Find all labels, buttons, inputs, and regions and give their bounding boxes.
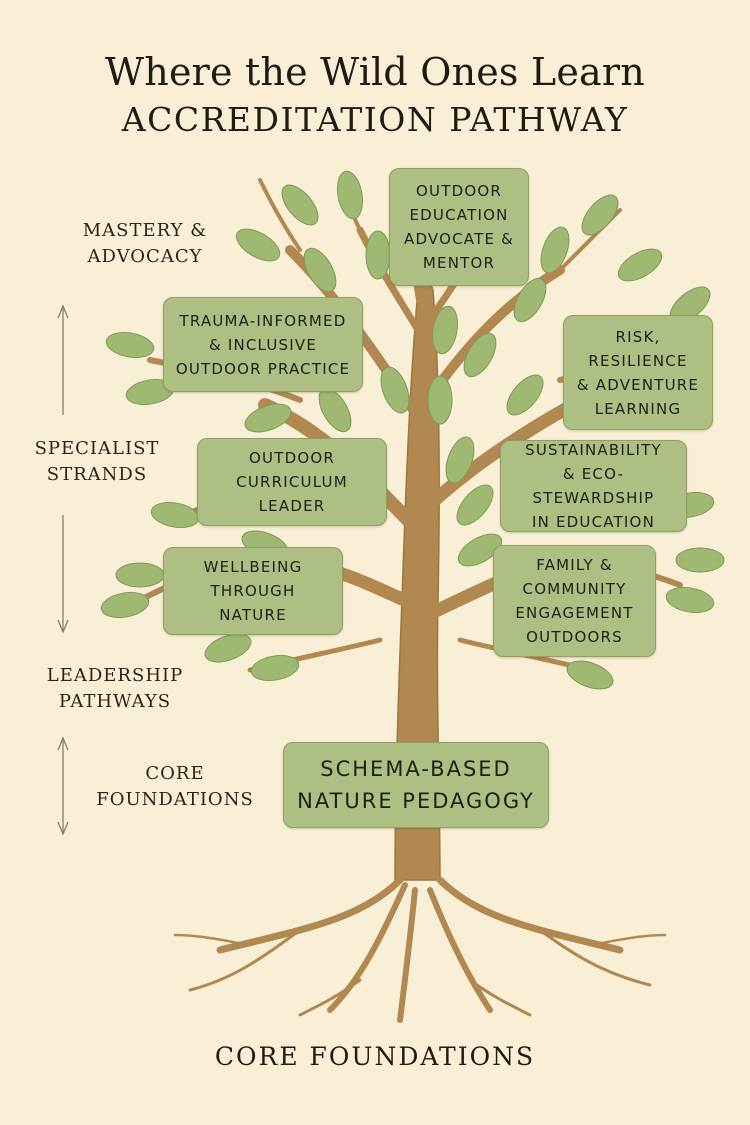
leaf xyxy=(427,375,453,425)
leaf xyxy=(506,374,544,416)
leaf xyxy=(566,660,614,690)
leaf xyxy=(150,501,200,529)
leaf xyxy=(431,305,459,355)
leaf xyxy=(250,654,300,682)
node-schema-based-pedagogy: SCHEMA-BASED NATURE PEDAGOGY xyxy=(283,742,549,828)
page-title: Where the Wild Ones Learn xyxy=(105,50,645,94)
node-risk-resilience: RISK, RESILIENCE & ADVENTURE LEARNING xyxy=(563,315,713,430)
leaf xyxy=(581,194,619,236)
node-advocate-mentor: OUTDOOR EDUCATION ADVOCATE & MENTOR xyxy=(389,168,529,286)
leaf xyxy=(365,230,391,280)
leaf xyxy=(617,248,663,282)
node-family-community: FAMILY & COMMUNITY ENGAGEMENT OUTDOORS xyxy=(493,545,656,657)
node-trauma-informed: TRAUMA-INFORMED & INCLUSIVE OUTDOOR PRAC… xyxy=(163,297,363,392)
leaf xyxy=(303,247,337,293)
leaf xyxy=(457,533,503,567)
level-label-core: CORE FOUNDATIONS xyxy=(96,763,254,810)
level-label-mastery: MASTERY & ADVOCACY xyxy=(82,220,208,267)
leaf xyxy=(675,547,725,573)
level-arrow-lower xyxy=(57,736,69,836)
level-arrow-upper xyxy=(57,304,69,415)
leaf xyxy=(235,228,281,262)
node-wellbeing: WELLBEING THROUGH NATURE xyxy=(163,547,343,635)
leaf xyxy=(463,332,497,378)
level-arrow-middle xyxy=(57,515,69,634)
leaf xyxy=(665,586,715,614)
leaf xyxy=(100,591,150,619)
leaf xyxy=(456,484,494,526)
node-sustainability: SUSTAINABILITY & ECO-STEWARDSHIP IN EDUC… xyxy=(500,440,687,532)
leaf xyxy=(336,170,364,220)
level-label-specialist: SPECIALIST STRANDS xyxy=(34,438,160,485)
leaf xyxy=(281,184,319,226)
leaf xyxy=(445,436,475,484)
leaf xyxy=(244,403,292,433)
leaf xyxy=(540,226,570,274)
page-subtitle: ACCREDITATION PATHWAY xyxy=(121,100,629,139)
tree-leaves xyxy=(100,170,725,690)
leaf xyxy=(204,633,252,663)
leaf xyxy=(115,562,165,588)
node-curriculum-leader: OUTDOOR CURRICULUM LEADER xyxy=(197,438,387,526)
leaf xyxy=(513,277,547,323)
level-label-leadership: LEADERSHIP PATHWAYS xyxy=(46,665,184,712)
footer-label: CORE FOUNDATIONS xyxy=(214,1042,536,1071)
leaf xyxy=(105,331,155,359)
leaf xyxy=(380,366,410,414)
